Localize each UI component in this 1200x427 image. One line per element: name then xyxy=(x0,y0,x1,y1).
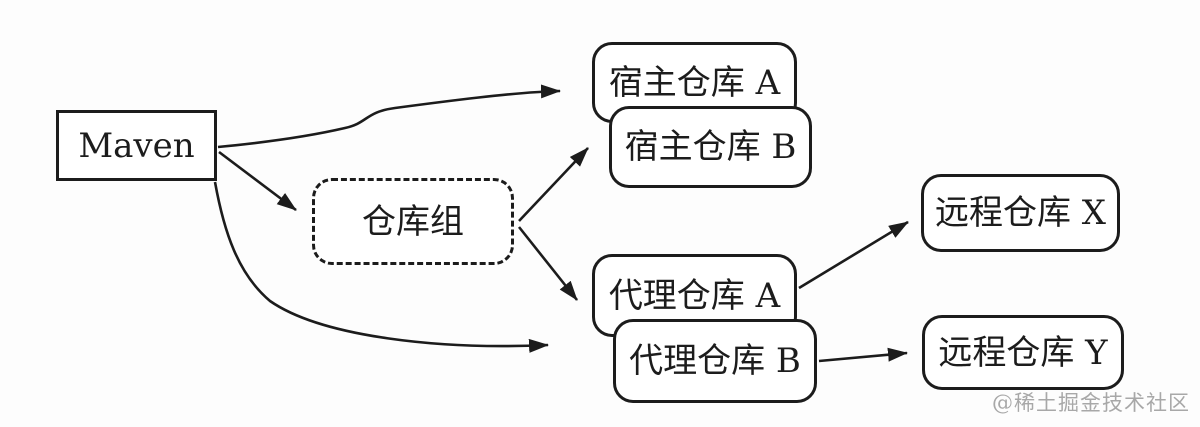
watermark-text: @稀土掘金技术社区 xyxy=(992,391,1190,415)
node-maven: Maven xyxy=(56,110,217,181)
node-remote-repo-x: 远程仓库 X xyxy=(921,174,1120,252)
node-proxy-repo-a-label: 代理仓库 A xyxy=(608,275,781,316)
node-remote-repo-y-label: 远程仓库 Y xyxy=(938,332,1108,373)
node-hosted-repo-b-label: 宿主仓库 B xyxy=(624,127,797,167)
node-remote-repo-x-label: 远程仓库 X xyxy=(934,193,1106,233)
edge-proxy-b-to-remote-y xyxy=(818,347,908,363)
edge-proxy-a-to-remote-x xyxy=(798,220,909,290)
node-remote-repo-y: 远程仓库 Y xyxy=(922,315,1124,390)
edge-maven-to-repo-group xyxy=(218,150,297,212)
node-maven-label: Maven xyxy=(78,125,195,166)
node-hosted-repo-a-label: 宿主仓库 A xyxy=(608,62,781,103)
node-repository-group: 仓库组 xyxy=(312,178,514,265)
edge-maven-to-hosted-a xyxy=(217,84,561,149)
node-repository-group-label: 仓库组 xyxy=(362,201,464,242)
edge-maven-to-proxy-b xyxy=(213,181,549,353)
node-hosted-repo-b: 宿主仓库 B xyxy=(609,106,812,188)
edge-repo-group-to-proxy-a xyxy=(517,226,579,301)
node-proxy-repo-b-label: 代理仓库 B xyxy=(629,341,801,381)
node-proxy-repo-b: 代理仓库 B xyxy=(613,319,817,403)
edge-repo-group-to-hosted-b xyxy=(518,147,589,222)
